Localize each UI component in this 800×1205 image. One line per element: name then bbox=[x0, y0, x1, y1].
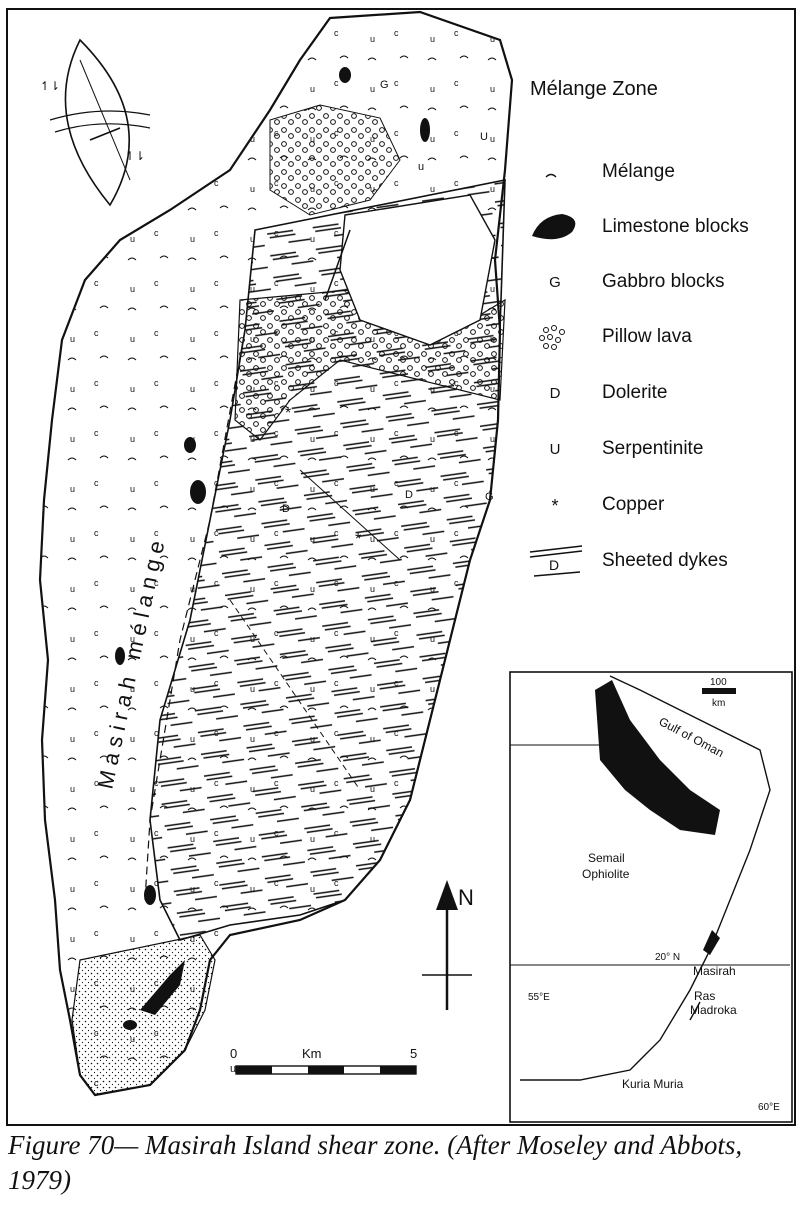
legend-label: Copper bbox=[602, 494, 665, 515]
kuria-label: Kuria Muria bbox=[622, 1077, 684, 1091]
svg-text:u: u bbox=[230, 1063, 236, 1075]
scale-bar: 0 Km 5 bbox=[230, 1046, 417, 1075]
inset-scale-value: 100 bbox=[710, 677, 727, 688]
latitude-label: 20° N bbox=[655, 952, 680, 963]
fault-line bbox=[324, 229, 351, 301]
svg-text:U: U bbox=[480, 131, 488, 143]
inset-map: 100 km Gulf of Oman Semail Ophiolite 20°… bbox=[509, 671, 793, 1123]
ophiolite-label-1: Semail bbox=[588, 851, 625, 865]
dolerite-symbol: D bbox=[549, 385, 561, 402]
limestone-block bbox=[123, 1020, 137, 1030]
limestone-block bbox=[339, 67, 351, 83]
legend-label: Pillow lava bbox=[602, 326, 692, 347]
svg-text:D: D bbox=[282, 503, 290, 515]
gabbro-symbol: G bbox=[549, 274, 561, 291]
fault-line bbox=[229, 599, 361, 791]
legend-item-sheeted-dykes: D Sheeted dykes bbox=[520, 544, 790, 580]
melange-symbol-icon bbox=[545, 173, 557, 178]
shear-sense-sketch: ↿⇂ ↿⇂ bbox=[40, 38, 151, 207]
legend-item-copper: * Copper bbox=[520, 488, 790, 524]
southern-stipple-block bbox=[71, 934, 216, 1096]
figure-caption: Figure 70— Masirah Island shear zone. (A… bbox=[8, 1130, 743, 1195]
sheeted-dyke-symbol-icon: D bbox=[529, 545, 583, 577]
legend-label: Gabbro blocks bbox=[602, 271, 725, 292]
fault-line bbox=[299, 469, 401, 561]
limestone-block bbox=[190, 480, 206, 504]
legend-item-gabbro: G Gabbro blocks bbox=[520, 265, 790, 301]
legend-label: Limestone blocks bbox=[602, 216, 749, 237]
ras-label-1: Ras bbox=[694, 989, 715, 1003]
sheeted-dyke-symbol-letter: D bbox=[549, 557, 559, 573]
pillow-lava-north bbox=[269, 104, 401, 216]
svg-text:↿⇂: ↿⇂ bbox=[125, 149, 145, 163]
coastline bbox=[520, 675, 771, 1081]
gulf-label: Gulf of Oman bbox=[657, 714, 727, 760]
inset-scale-unit: km bbox=[712, 698, 725, 709]
limestone-block bbox=[140, 960, 185, 1015]
pillow-lava-symbol-icon bbox=[539, 325, 565, 350]
svg-text:*: * bbox=[355, 531, 361, 548]
svg-text:D: D bbox=[405, 489, 413, 501]
copper-symbol: * bbox=[551, 496, 559, 516]
scale-end-label: 5 bbox=[410, 1046, 417, 1061]
north-label: N bbox=[458, 885, 474, 910]
legend-item-serpentinite: U Serpentinite bbox=[520, 432, 790, 468]
longitude-east-label: 60°E bbox=[758, 1102, 780, 1113]
svg-text:G: G bbox=[485, 491, 494, 503]
limestone-block bbox=[184, 437, 196, 453]
ophiolite-label-2: Ophiolite bbox=[582, 867, 630, 881]
limestone-symbol-icon bbox=[532, 214, 576, 240]
longitude-west-label: 55°E bbox=[528, 992, 550, 1003]
legend-item-pillow-lava: Pillow lava bbox=[520, 320, 790, 356]
limestone-block bbox=[115, 647, 125, 665]
legend-label: Mélange bbox=[602, 161, 675, 182]
svg-text:*: * bbox=[285, 405, 291, 422]
svg-text:u: u bbox=[418, 161, 424, 173]
scale-start-label: 0 bbox=[230, 1046, 237, 1061]
legend-label: Serpentinite bbox=[602, 438, 704, 459]
dolerite-block bbox=[339, 194, 496, 346]
serpentinite-symbol: U bbox=[549, 441, 561, 458]
ophiolite-outcrop bbox=[595, 680, 720, 835]
north-arrow: N bbox=[422, 880, 474, 1010]
svg-text:↿⇂: ↿⇂ bbox=[40, 79, 60, 93]
map-frame bbox=[6, 8, 796, 1126]
legend-item-dolerite: D Dolerite bbox=[520, 376, 790, 412]
legend-item-melange: Mélange bbox=[520, 155, 790, 191]
masirah-outcrop bbox=[703, 930, 720, 955]
scale-unit-label: Km bbox=[302, 1046, 322, 1061]
svg-text:G: G bbox=[380, 79, 389, 91]
ras-label-2: Madroka bbox=[690, 1003, 737, 1017]
legend-label: Sheeted dykes bbox=[602, 550, 728, 571]
legend-item-limestone: Limestone blocks bbox=[520, 210, 790, 246]
masirah-inset-label: Masirah bbox=[693, 964, 736, 978]
limestone-block bbox=[420, 118, 430, 142]
limestone-block bbox=[144, 885, 156, 905]
legend-label: Dolerite bbox=[602, 382, 668, 403]
masirah-map: c u G D G D u U u * * Masirah mélange bbox=[38, 10, 793, 1123]
legend-title: Mélange Zone bbox=[530, 78, 658, 100]
fault-line bbox=[144, 329, 246, 901]
